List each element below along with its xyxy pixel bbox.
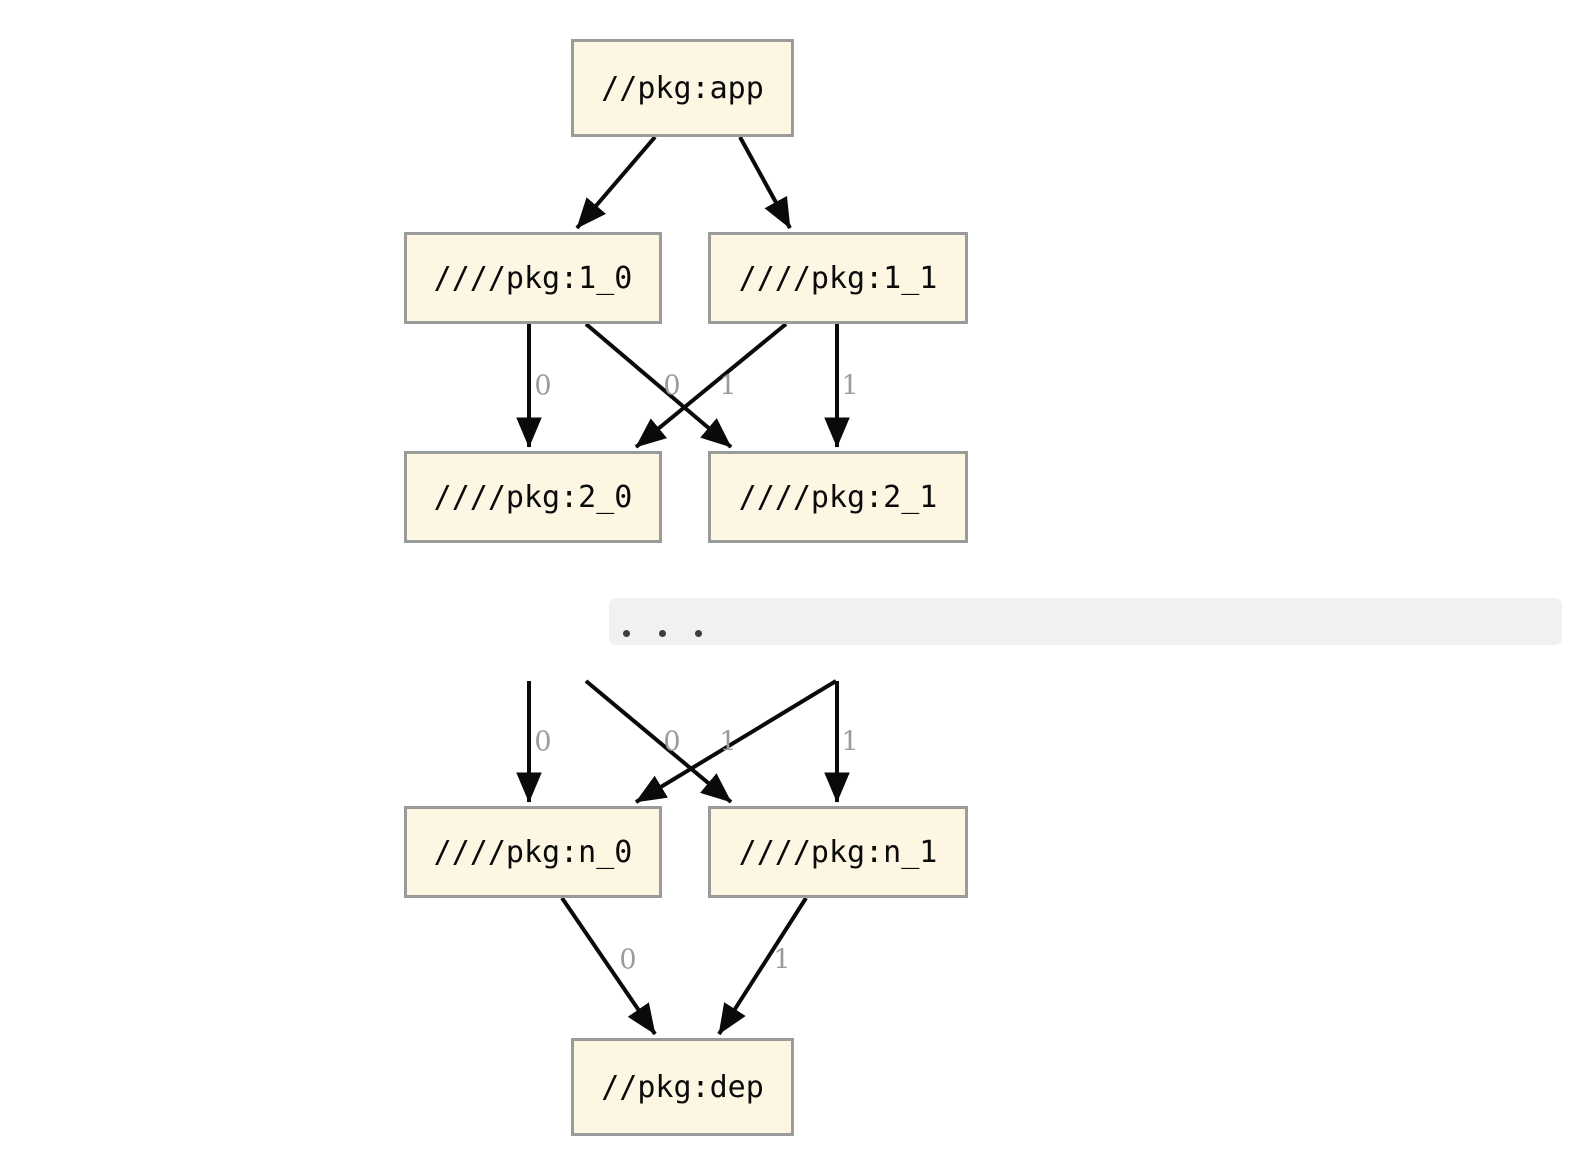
edge-line <box>560 896 657 1036</box>
node-l1_0[interactable]: ////pkg:1_0 <box>404 232 662 324</box>
edge-label: 1 <box>773 944 791 976</box>
edge-label: 0 <box>663 726 681 758</box>
edge-line <box>717 896 808 1036</box>
edge-label: 0 <box>619 944 637 976</box>
node-ln_0[interactable]: ////pkg:n_0 <box>404 806 662 898</box>
node-label: ////pkg:2_0 <box>433 479 633 515</box>
node-ln_1[interactable]: ////pkg:n_1 <box>708 806 968 898</box>
node-label: ////pkg:1_0 <box>433 260 633 296</box>
node-label: ////pkg:1_1 <box>738 260 938 296</box>
node-l2_0[interactable]: ////pkg:2_0 <box>404 451 662 543</box>
edge-line <box>584 679 733 804</box>
node-dep[interactable]: //pkg:dep <box>571 1038 794 1136</box>
ellipsis-dots <box>623 630 702 637</box>
node-label: ////pkg:n_1 <box>738 834 938 870</box>
node-app[interactable]: //pkg:app <box>571 39 794 137</box>
edge-label: 1 <box>719 370 737 402</box>
edge-line <box>584 322 733 449</box>
edge-label: 0 <box>534 726 552 758</box>
edge-line <box>575 135 657 230</box>
edge-label: 0 <box>534 370 552 402</box>
edge-line <box>634 322 788 449</box>
node-label: ////pkg:n_0 <box>433 834 633 870</box>
edge-label: 1 <box>841 726 859 758</box>
edge-label: 0 <box>663 370 681 402</box>
node-label: //pkg:app <box>601 70 764 106</box>
edge-line <box>738 136 792 229</box>
node-label: //pkg:dep <box>601 1069 764 1105</box>
edge-line <box>634 679 838 804</box>
edge-lines <box>516 135 850 1036</box>
ellipsis-dot <box>623 630 630 637</box>
node-l1_1[interactable]: ////pkg:1_1 <box>708 232 968 324</box>
edge-label: 1 <box>841 370 859 402</box>
ellipsis-dot <box>695 630 702 637</box>
node-label: ////pkg:2_1 <box>738 479 938 515</box>
truncation-ellipsis-band <box>609 598 1562 645</box>
node-l2_1[interactable]: ////pkg:2_1 <box>708 451 968 543</box>
ellipsis-dot <box>659 630 666 637</box>
edge-label: 1 <box>719 726 737 758</box>
